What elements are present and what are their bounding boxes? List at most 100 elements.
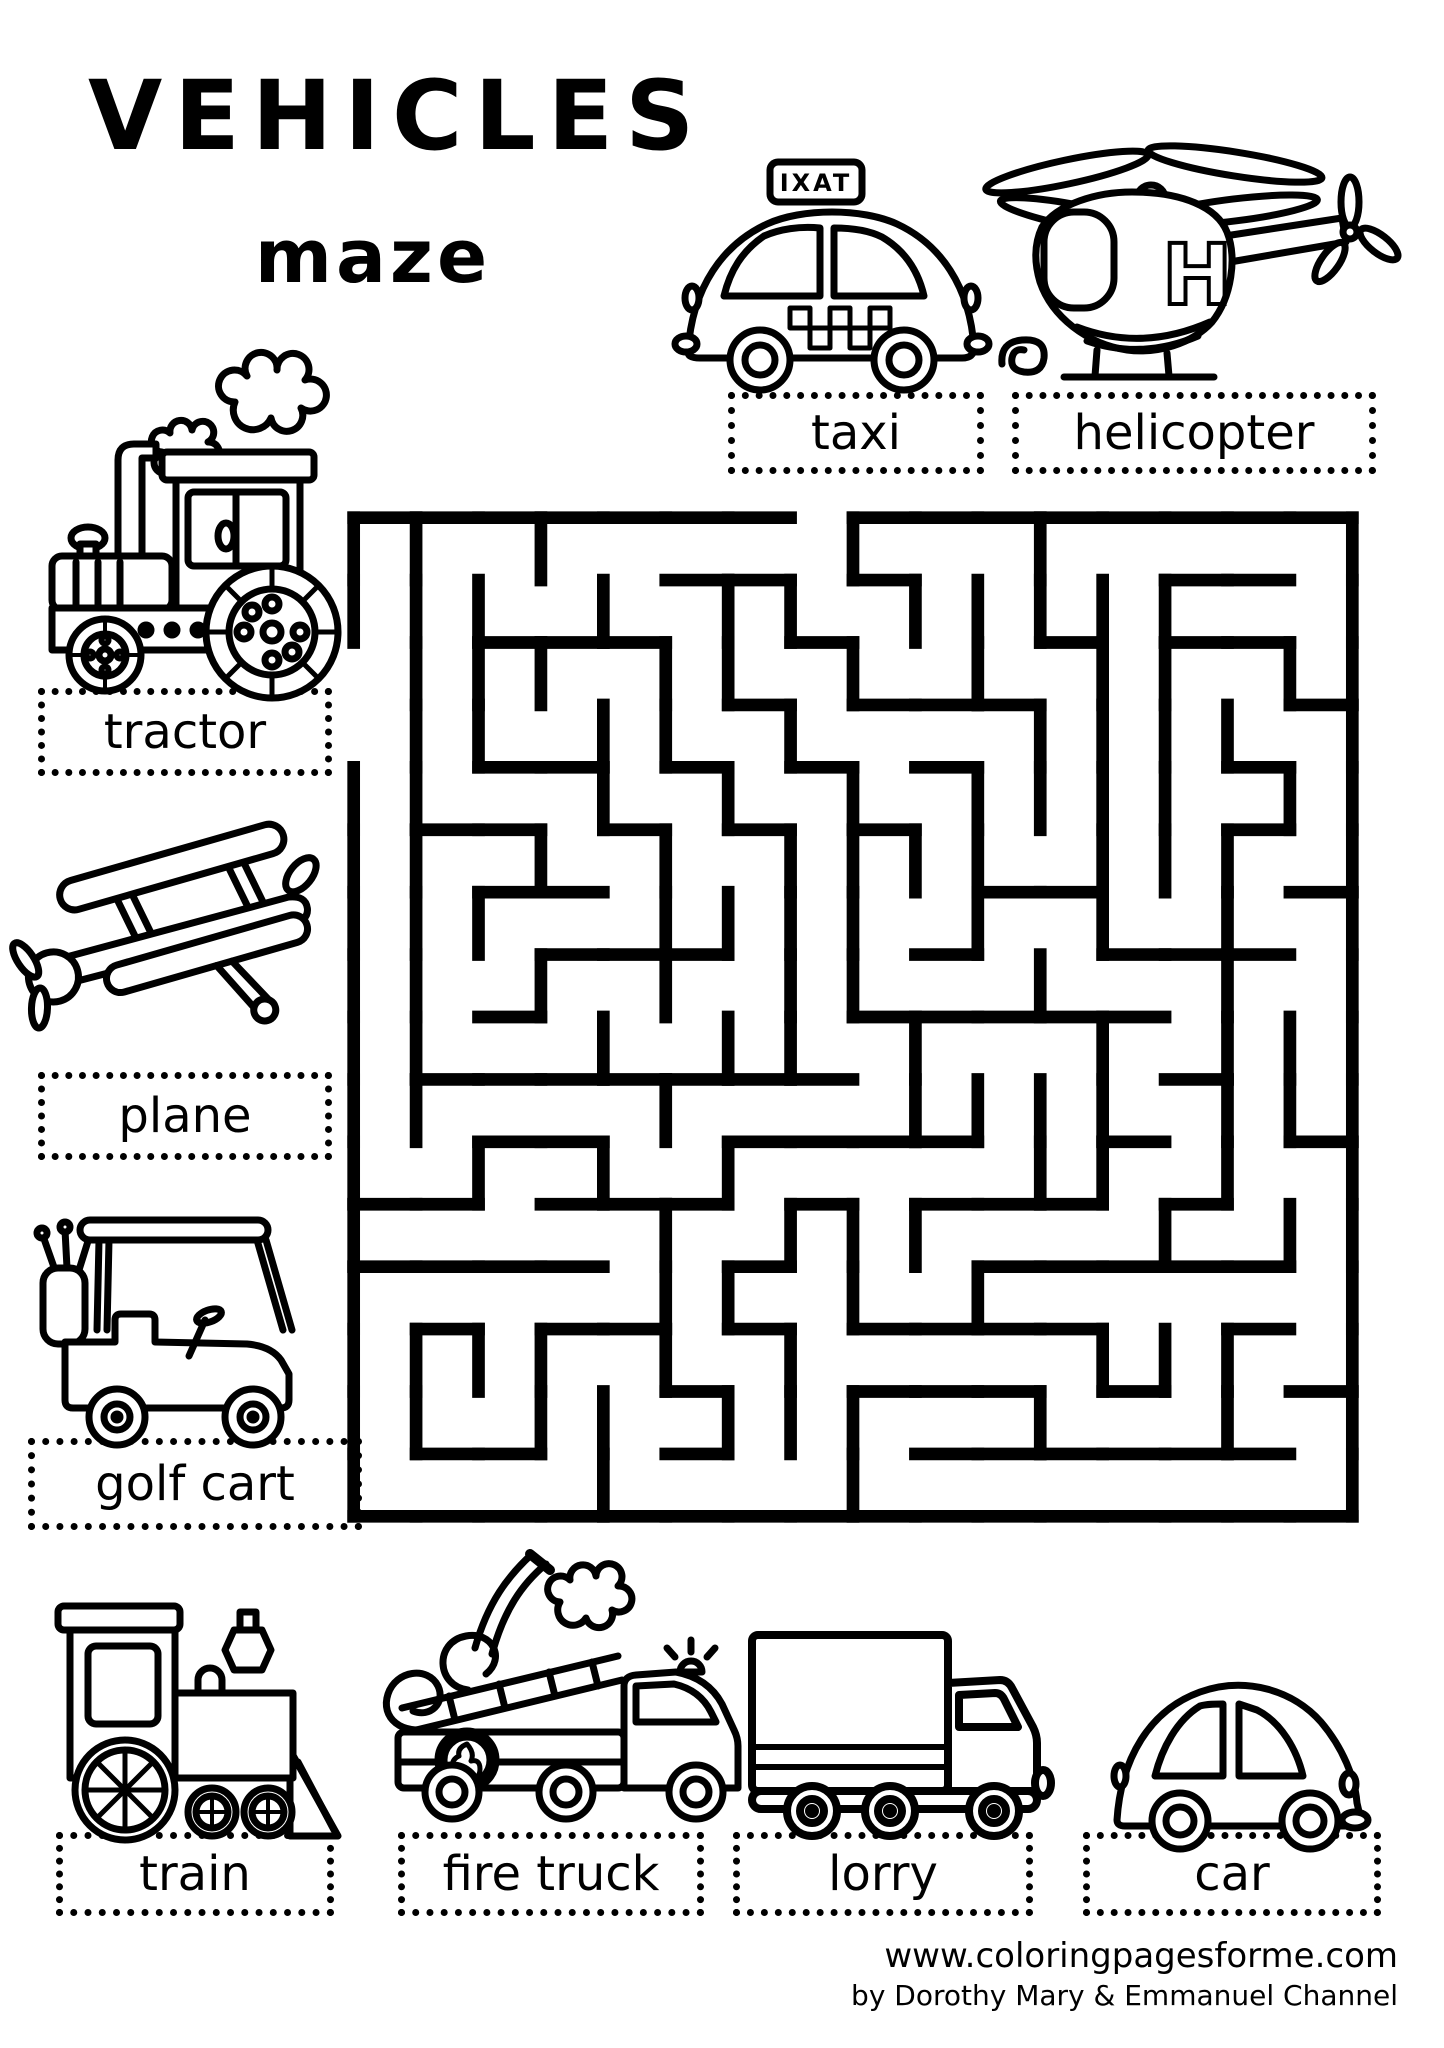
taxi-mirror-left — [681, 282, 703, 314]
fire-truck-illustration — [382, 1549, 742, 1823]
label-box-fire-truck: fire truck — [398, 1832, 704, 1916]
lorry-wheel — [783, 1782, 841, 1840]
lorry-wheel — [965, 1782, 1023, 1840]
label-box-tractor: tractor — [38, 688, 332, 776]
taxi-window-right — [830, 224, 928, 300]
plane-wheel — [250, 995, 280, 1025]
taxi-mirror-right — [960, 282, 982, 314]
rotor-blade — [1144, 142, 1326, 186]
label-box-golf-cart: golf cart — [28, 1438, 362, 1530]
helicopter-illustration: H — [982, 142, 1402, 381]
car-window-front — [1235, 1700, 1307, 1780]
label-box-car: car — [1083, 1832, 1381, 1916]
tail-rotor-blade — [1356, 224, 1402, 264]
steering-wheel — [193, 1305, 225, 1327]
page-title: VEHICLES — [88, 60, 707, 172]
footer-website: www.coloringpagesforme.com — [884, 1936, 1398, 1976]
tail-rotor-hub — [1339, 221, 1361, 243]
car-illustration — [1110, 1681, 1372, 1853]
train-label: train — [139, 1846, 251, 1902]
lorry-wheel — [861, 1782, 919, 1840]
upper-wing — [56, 820, 288, 914]
headlight — [1338, 1769, 1360, 1799]
label-box-helicopter: helicopter — [1012, 392, 1376, 474]
cab-roof — [158, 448, 318, 484]
belly-line — [1073, 318, 1214, 342]
train-illustration — [54, 1602, 342, 1844]
taxi-roof-sign — [766, 158, 866, 206]
hose — [471, 1550, 536, 1652]
label-box-taxi: taxi — [728, 392, 984, 474]
propeller-blade — [9, 939, 43, 981]
small-wheel — [240, 1784, 296, 1840]
steering-column — [185, 1316, 209, 1360]
cart-roof — [76, 1216, 272, 1244]
fire-truck-label: fire truck — [442, 1846, 660, 1902]
cab-window — [955, 1689, 1022, 1731]
maze — [347, 511, 1359, 1523]
smoke-cloud-large — [215, 348, 330, 435]
skid-strut — [1091, 346, 1101, 380]
taxi-bumper-left — [671, 332, 701, 356]
boiler — [171, 1689, 297, 1782]
cart-body — [61, 1310, 293, 1412]
golf-cart-illustration — [33, 1216, 296, 1449]
taxi-checker-band — [787, 305, 893, 351]
hose-coil — [382, 1669, 444, 1734]
car-label: car — [1194, 1846, 1270, 1902]
bottle-dome — [221, 1626, 275, 1674]
lorry-illustration — [748, 1631, 1055, 1840]
roof-post-front — [253, 1236, 287, 1334]
plane-illustration — [9, 820, 320, 1032]
truck-wheel — [665, 1761, 727, 1823]
roof-post-front — [262, 1236, 296, 1334]
golf-bag — [39, 1264, 89, 1348]
taxi-sign-text: IXAT — [780, 169, 853, 197]
lorry-label: lorry — [828, 1846, 938, 1902]
tail-fin — [282, 854, 320, 896]
taxi-label: taxi — [811, 405, 901, 461]
taxi-illustration: IXAT — [671, 158, 993, 394]
front-wheel — [65, 615, 145, 695]
small-wheel — [184, 1784, 240, 1840]
steam-dome — [194, 1664, 226, 1697]
belly-line — [1083, 332, 1202, 353]
hose-coil — [439, 1631, 499, 1694]
hose — [488, 1560, 550, 1658]
landing-strut — [213, 962, 257, 1011]
helicopter-window — [1040, 208, 1118, 312]
exhaust-pipe — [114, 440, 160, 562]
hose-nozzle — [525, 1549, 555, 1575]
label-box-plane: plane — [38, 1072, 332, 1160]
roof-post-rear — [93, 1236, 103, 1334]
skid-strut — [1163, 349, 1173, 380]
front-bumper — [1031, 1766, 1055, 1800]
drive-wheel — [71, 1736, 179, 1844]
car-wheel — [1278, 1789, 1342, 1853]
engine-hood — [48, 552, 176, 614]
propeller-blade — [27, 984, 52, 1032]
footer-credit: by Dorothy Mary & Emmanuel Channel — [851, 1979, 1398, 2013]
tractor-illustration — [48, 348, 342, 702]
truck-wheel — [421, 1761, 483, 1823]
footer: www.coloringpagesforme.com by Dorothy Ma… — [851, 1934, 1398, 2015]
cab-window — [632, 1680, 720, 1726]
plane-label: plane — [118, 1088, 252, 1144]
tail-rotor-blade — [1337, 173, 1363, 231]
door-handle — [214, 519, 238, 553]
taillight — [1110, 1761, 1130, 1791]
roof-post-rear — [103, 1236, 113, 1334]
landing-strut — [228, 957, 272, 1003]
taxi-bumper-right — [963, 332, 993, 356]
page-subtitle: maze — [254, 214, 492, 300]
cab-window — [84, 1642, 162, 1728]
taxi-window-left — [720, 223, 824, 300]
cart-wheel-front — [221, 1385, 285, 1449]
ladder — [398, 1652, 626, 1736]
tail-rotor-blade — [1311, 238, 1349, 286]
rear-wheel — [202, 562, 342, 702]
label-box-train: train — [56, 1832, 334, 1916]
front-bumper — [1338, 1808, 1372, 1832]
helicopter-label: helicopter — [1073, 405, 1315, 461]
